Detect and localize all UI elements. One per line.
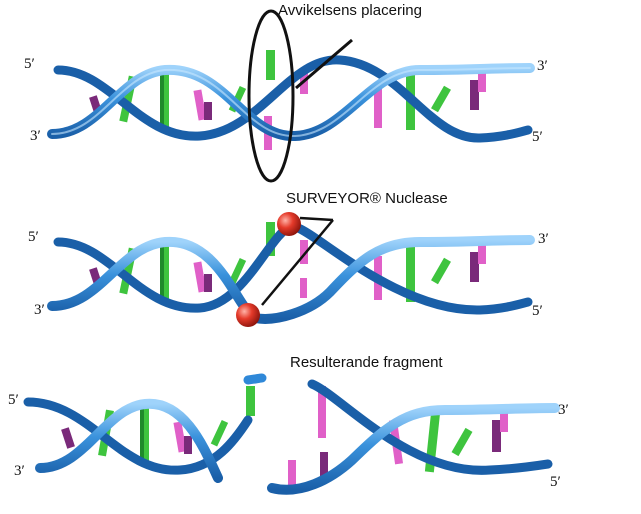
end-label-3prime-left: 3′ xyxy=(34,302,45,318)
mismatch-pointer xyxy=(295,38,353,90)
end-label-5prime: 5′ xyxy=(550,474,561,490)
nuclease-pointer xyxy=(299,216,334,222)
red-sphere-icon xyxy=(236,303,260,327)
end-label-3prime: 3′ xyxy=(14,463,25,479)
end-label-3prime-right: 3′ xyxy=(537,58,548,74)
end-label-5prime-right: 5′ xyxy=(532,303,543,319)
end-label-5prime-right: 5′ xyxy=(532,129,543,145)
mismatch-ellipse xyxy=(247,9,295,183)
fragments-label: Resulterande fragment xyxy=(290,354,443,371)
end-label-3prime-left: 3′ xyxy=(30,128,41,144)
fragment-right: 3′ 5′ xyxy=(267,379,569,495)
helix-cut: SURVEYOR® Nuclease 5′ 3′ 3′ 5′ xyxy=(28,190,549,327)
nuclease-label: SURVEYOR® Nuclease xyxy=(286,190,448,207)
end-label-5prime-left: 5′ xyxy=(28,229,39,245)
mismatch-label: Avvikelsens placering xyxy=(278,2,422,19)
helix-intact: Avvikelsens placering 5′ 3′ 3′ 5′ xyxy=(24,2,548,183)
end-label-3prime-right: 3′ xyxy=(538,231,549,247)
fragment-left: 5′ 3′ xyxy=(8,373,267,483)
base-pairs xyxy=(89,222,486,304)
nuclease-pointer xyxy=(261,219,334,306)
red-sphere-icon xyxy=(277,212,301,236)
end-label-3prime: 3′ xyxy=(558,402,569,418)
end-label-5prime: 5′ xyxy=(8,392,19,408)
end-label-5prime-left: 5′ xyxy=(24,56,35,72)
